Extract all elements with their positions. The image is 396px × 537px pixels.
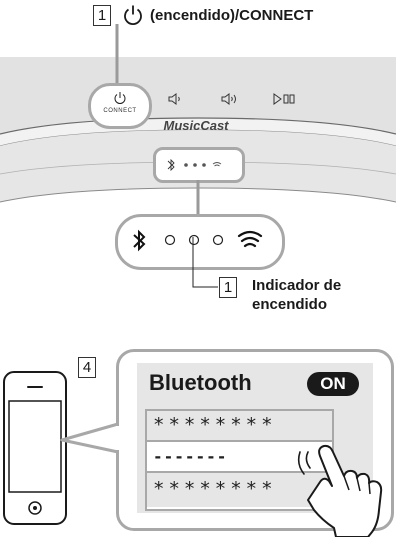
home-button-icon [28,501,42,515]
play-pause-icon[interactable] [272,92,298,106]
volume-up-icon[interactable] [220,92,242,106]
power-icon [121,3,145,27]
small-indicator-dot [184,163,188,167]
phone-screen [8,400,62,493]
bluetooth-toggle-label: ON [320,374,346,393]
device-list: ******** ------- ******** [145,409,334,511]
indicator-panel-large [115,214,285,270]
tapping-hand-icon [297,444,383,537]
bluetooth-icon [133,229,146,252]
indicator-dot [212,234,224,246]
device-list-item[interactable]: ******** [147,411,332,440]
small-indicator-dot [193,163,197,167]
small-indicator-dot [202,163,206,167]
small-bluetooth-icon [167,158,175,172]
bluetooth-settings-screen: Bluetooth ON ******** ------- ******** [137,363,373,513]
connect-button-label: CONNECT [103,108,137,114]
connect-button[interactable]: CONNECT [88,83,152,129]
device-list-item-text: ******** [153,414,277,436]
wifi-icon [237,230,263,248]
volume-down-icon[interactable] [167,92,185,106]
bluetooth-title: Bluetooth [149,370,252,395]
indicator-dot [164,234,176,246]
device-list-item-selected[interactable]: ------- [147,442,332,471]
zoom-connector [196,180,200,214]
brand-logo-text: MusicCast [163,118,229,133]
indicator-label-line2: encendido [252,296,328,313]
connect-power-icon [114,92,126,104]
indicator-label-line1: Indicador de [252,277,342,294]
callout-line-top [115,24,119,85]
power-indicator-dot [188,234,200,246]
bluetooth-toggle[interactable]: ON [307,372,359,396]
smartphone [3,371,67,525]
device-list-item-text: ******** [153,478,277,500]
callout-number-top: 1 [93,5,111,26]
callout-line-indicator [192,237,218,288]
callout-number-step: 4 [78,357,96,378]
device-list-item-text: ------- [153,447,228,466]
musiccast-logo: MusicCast [150,118,242,134]
small-wifi-icon [212,162,222,167]
callout-number-indicator: 1 [219,277,237,298]
device-list-item[interactable]: ******** [147,473,332,507]
power-connect-label: (encendido)/CONNECT [150,7,314,24]
